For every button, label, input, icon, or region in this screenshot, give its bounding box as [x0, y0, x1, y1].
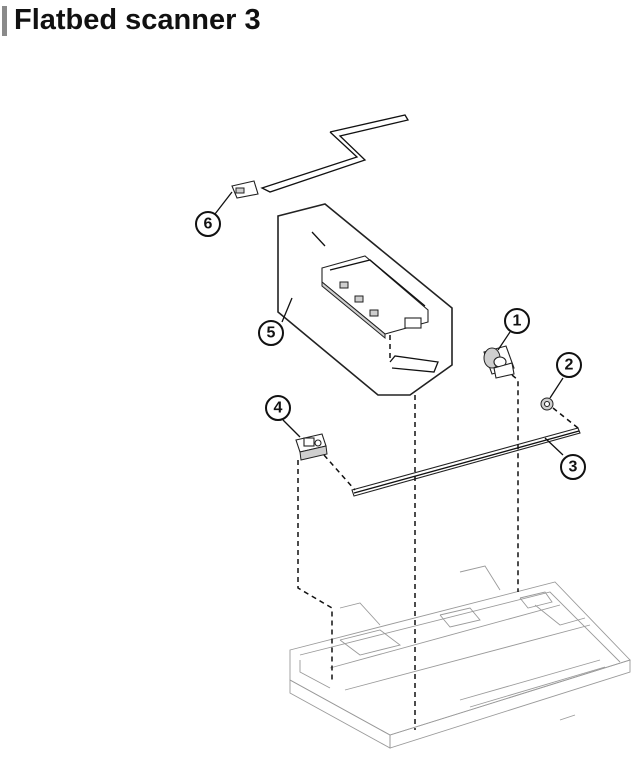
callout-4: 4	[265, 395, 291, 421]
callout-6-label: 6	[204, 216, 213, 233]
callout-4-label: 4	[274, 400, 283, 417]
ribbon-cable	[231, 114, 410, 199]
title-accent-bar	[2, 6, 7, 36]
callout-leaders	[214, 191, 564, 456]
callout-5-label: 5	[267, 325, 276, 342]
rail-bracket	[295, 433, 328, 461]
alignment-dashes	[297, 335, 579, 730]
callout-1: 1	[504, 308, 530, 334]
callout-2-label: 2	[565, 357, 574, 374]
flatbed-base-frame	[289, 565, 631, 749]
callout-2: 2	[556, 352, 582, 378]
callout-6: 6	[195, 211, 221, 237]
callout-1-label: 1	[513, 313, 522, 330]
callout-3-label: 3	[569, 459, 578, 476]
callout-3: 3	[560, 454, 586, 480]
scanner-rail	[351, 427, 581, 497]
page-header: Flatbed scanner 3	[0, 0, 633, 40]
screw	[540, 397, 554, 411]
page-title: Flatbed scanner 3	[14, 4, 261, 36]
callout-5: 5	[258, 320, 284, 346]
scanner-carriage	[311, 231, 439, 373]
scanner-motor	[483, 345, 515, 379]
